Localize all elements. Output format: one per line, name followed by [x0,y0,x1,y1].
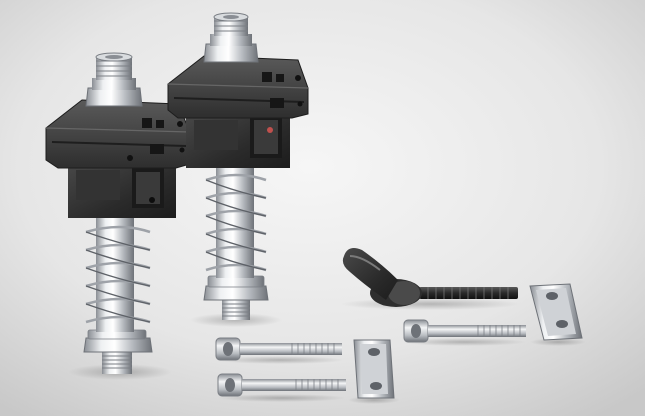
socket-head-screw-top [215,337,344,364]
socket-head-screw-right [402,319,526,346]
slot-nut-right [529,283,586,346]
slot-nut-center [348,339,400,404]
socket-head-screw-bottom [217,373,346,402]
spring-plunger-left [45,52,191,380]
clamping-lever [340,248,520,310]
spring-plunger-right [167,12,309,327]
